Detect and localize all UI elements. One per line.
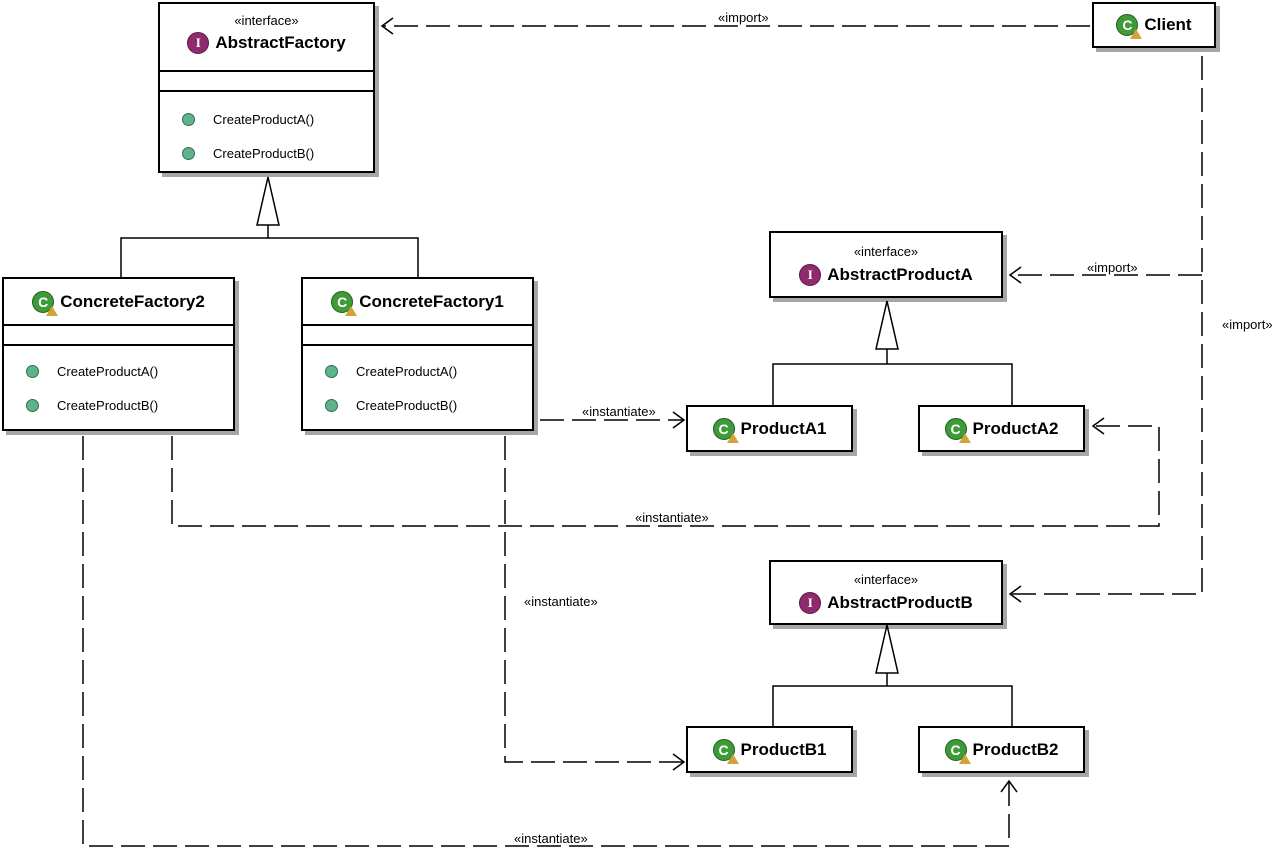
- import-edge-client-products: [1010, 56, 1203, 595]
- public-method-icon: [26, 398, 39, 412]
- public-method-icon: [26, 364, 39, 378]
- instantiate-label: «instantiate»: [514, 831, 588, 846]
- methods-compartment: CreateProductA() CreateProductB(): [4, 344, 233, 422]
- method-row[interactable]: CreateProductA(): [160, 102, 373, 136]
- class-name: Client: [1144, 15, 1192, 34]
- concrete-factory-1-node[interactable]: C ConcreteFactory1 CreateProductA() Crea…: [301, 277, 534, 431]
- method-label: CreateProductA(): [356, 363, 458, 379]
- class-name: ProductB2: [972, 739, 1059, 759]
- interface-icon: I: [799, 264, 822, 286]
- lock-icon: [726, 432, 739, 443]
- instantiate-edge-cf2-producta2: [171, 425, 1160, 527]
- lock-icon: [345, 305, 358, 316]
- methods-compartment: CreateProductA() CreateProductB(): [160, 90, 373, 170]
- class-icon: C: [1116, 14, 1143, 39]
- class-name: ProductB1: [740, 739, 827, 759]
- stereotype-label: «interface»: [853, 572, 919, 587]
- concrete-factory-2-node[interactable]: C ConcreteFactory2 CreateProductA() Crea…: [2, 277, 235, 431]
- interface-icon: I: [799, 592, 822, 614]
- class-name: ConcreteFactory1: [359, 291, 504, 311]
- product-b2-node[interactable]: C ProductB2: [918, 726, 1085, 773]
- generalization-arrowhead: [256, 176, 280, 226]
- method-label: CreateProductB(): [356, 397, 458, 413]
- arrowhead-open: [380, 17, 394, 35]
- attributes-compartment: [303, 324, 532, 344]
- attributes-compartment: [4, 324, 233, 344]
- instantiate-edge-cf1-productb1: [504, 436, 684, 763]
- method-row[interactable]: CreateProductA(): [4, 354, 233, 388]
- abstract-product-b-node[interactable]: «interface» I AbstractProductB: [769, 560, 1003, 625]
- lock-icon: [46, 305, 59, 316]
- public-method-icon: [182, 112, 195, 126]
- import-label: «import»: [718, 10, 769, 25]
- instantiate-label: «instantiate»: [635, 510, 709, 525]
- attributes-compartment: [160, 70, 373, 90]
- client-node[interactable]: C Client: [1092, 2, 1216, 48]
- class-icon: C: [944, 738, 971, 764]
- public-method-icon: [325, 398, 338, 412]
- class-name: ProductA2: [972, 418, 1059, 438]
- public-method-icon: [325, 364, 338, 378]
- lock-icon: [1130, 29, 1143, 39]
- method-row[interactable]: CreateProductB(): [4, 388, 233, 422]
- class-icon: C: [944, 417, 971, 443]
- method-label: CreateProductB(): [57, 397, 159, 413]
- generalization-edge-productb: [772, 673, 1013, 726]
- method-row[interactable]: CreateProductB(): [160, 136, 373, 170]
- lock-icon: [958, 432, 971, 443]
- method-row[interactable]: CreateProductB(): [303, 388, 532, 422]
- generalization-arrowhead: [875, 624, 899, 674]
- public-method-icon: [182, 146, 195, 160]
- product-b1-node[interactable]: C ProductB1: [686, 726, 853, 773]
- method-label: CreateProductA(): [213, 111, 315, 127]
- instantiate-label: «instantiate»: [524, 594, 598, 609]
- methods-compartment: CreateProductA() CreateProductB(): [303, 344, 532, 422]
- generalization-arrowhead: [875, 300, 899, 350]
- lock-icon: [958, 753, 971, 764]
- stereotype-label: «interface»: [234, 13, 299, 28]
- arrowhead-open: [672, 411, 686, 429]
- lock-icon: [726, 753, 739, 764]
- instantiate-label: «instantiate»: [582, 404, 656, 419]
- class-icon: C: [712, 417, 739, 443]
- instantiate-edge-cf2-productb2: [82, 436, 1010, 847]
- abstract-factory-node[interactable]: «interface» I AbstractFactory CreateProd…: [158, 2, 375, 173]
- import-label: «import»: [1087, 260, 1138, 275]
- class-icon: C: [331, 290, 358, 316]
- product-a1-node[interactable]: C ProductA1: [686, 405, 853, 452]
- class-name: AbstractProductA: [827, 265, 973, 284]
- class-icon: C: [712, 738, 739, 764]
- method-row[interactable]: CreateProductA(): [303, 354, 532, 388]
- interface-icon: I: [187, 32, 210, 54]
- method-label: CreateProductA(): [57, 363, 159, 379]
- class-name: ConcreteFactory2: [60, 291, 205, 311]
- generalization-edge-producta: [772, 349, 1013, 405]
- generalization-edge-factories: [120, 225, 419, 277]
- class-name: ProductA1: [740, 418, 827, 438]
- arrowhead-open: [672, 753, 686, 771]
- arrowhead-open: [1008, 266, 1022, 284]
- class-name: AbstractFactory: [215, 33, 346, 52]
- product-a2-node[interactable]: C ProductA2: [918, 405, 1085, 452]
- arrowhead-open: [1008, 585, 1022, 603]
- method-label: CreateProductB(): [213, 145, 315, 161]
- class-name: AbstractProductB: [827, 593, 973, 612]
- arrowhead-open: [1091, 417, 1105, 435]
- abstract-product-a-node[interactable]: «interface» I AbstractProductA: [769, 231, 1003, 298]
- stereotype-label: «interface»: [853, 244, 919, 259]
- import-label: «import»: [1222, 317, 1273, 332]
- arrowhead-open: [1000, 779, 1018, 793]
- class-icon: C: [32, 290, 59, 316]
